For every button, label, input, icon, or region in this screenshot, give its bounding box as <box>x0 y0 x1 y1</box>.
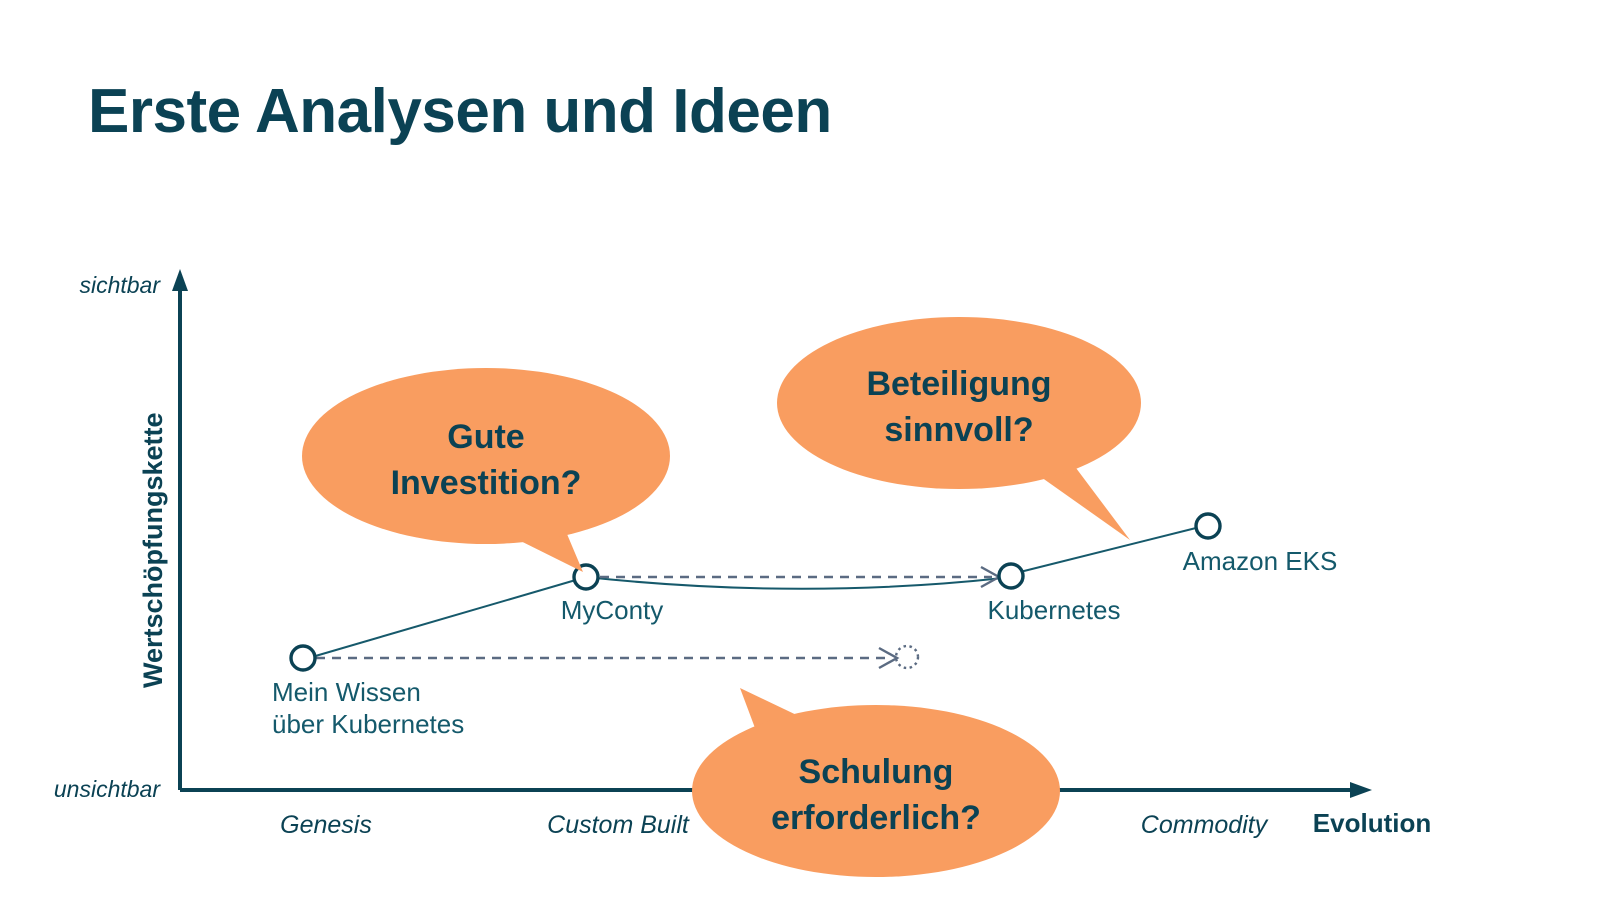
x-axis-arrowhead <box>1350 782 1372 798</box>
node-label-mein-wissen-line1: Mein Wissen <box>272 677 421 707</box>
node-label-mein-wissen-line2: über Kubernetes <box>272 709 464 739</box>
node-kubernetes[interactable] <box>997 562 1025 590</box>
evolution-arrowhead-1 <box>878 646 900 670</box>
bubble-body-schulung-erforderlich <box>692 705 1060 877</box>
y-axis-top-label: sichtbar <box>79 272 161 298</box>
speech-bubble-beteiligung-sinnvoll[interactable]: Beteiligung sinnvoll? <box>777 317 1141 540</box>
link-myconty-kubernetes <box>585 576 1004 590</box>
map-nodes <box>289 512 1222 672</box>
node-label-myconty: MyConty <box>561 595 664 625</box>
y-axis-bottom-label: unsichtbar <box>54 776 161 802</box>
bubble-text-gute-investition-line1: Gute <box>447 418 524 456</box>
x-tick-commodity: Commodity <box>1141 811 1269 839</box>
node-myconty[interactable] <box>572 563 600 591</box>
bubble-body-gute-investition <box>302 368 670 544</box>
bubble-text-beteiligung-sinnvoll-line2: sinnvoll? <box>884 411 1033 449</box>
bubble-text-beteiligung-sinnvoll-line1: Beteiligung <box>866 365 1051 403</box>
node-amazon-eks[interactable] <box>1194 512 1222 540</box>
y-axis-title: Wertschöpfungskette <box>138 412 168 688</box>
x-tick-custom-built: Custom Built <box>547 811 690 839</box>
node-mein-wissen[interactable] <box>289 644 317 672</box>
link-mein-wissen-myconty <box>311 576 587 658</box>
x-axis-title: Evolution <box>1313 808 1431 838</box>
bubble-text-schulung-erforderlich-line2: erforderlich? <box>771 799 981 837</box>
speech-bubble-schulung-erforderlich[interactable]: Schulung erforderlich? <box>692 688 1060 877</box>
node-ghost-target[interactable] <box>894 644 920 670</box>
bubble-text-gute-investition-line2: Investition? <box>391 464 582 502</box>
node-label-kubernetes: Kubernetes <box>988 595 1121 625</box>
bubble-text-schulung-erforderlich-line1: Schulung <box>799 753 954 791</box>
chain-links <box>311 526 1201 658</box>
y-axis-arrowhead <box>172 269 188 291</box>
node-label-amazon-eks: Amazon EKS <box>1183 546 1338 576</box>
bubble-body-beteiligung-sinnvoll <box>777 317 1141 489</box>
link-kubernetes-amazon-eks <box>1019 526 1201 573</box>
page-title: Erste Analysen und Ideen <box>88 77 832 146</box>
x-tick-genesis: Genesis <box>280 811 372 839</box>
speech-bubble-gute-investition[interactable]: Gute Investition? <box>302 368 670 572</box>
